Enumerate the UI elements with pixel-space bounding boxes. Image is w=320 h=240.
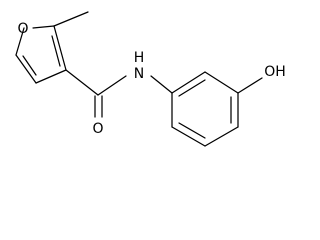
bond-c3-c4 [35, 69, 67, 84]
bond-hydroxyl [237, 77, 263, 94]
chemical-structure-diagram: O H N O OH [15, 11, 286, 147]
bond-c4-c5 [15, 54, 37, 84]
bond-o1-c2 [32, 25, 55, 29]
double-bond-c2-c3 [51, 35, 61, 67]
furan-oxygen-label: O [17, 21, 28, 37]
aromatic-bond-r1-r2 [178, 79, 206, 97]
aromatic-bond-r5-r6 [178, 122, 206, 139]
bond-c3-carbonyl [65, 69, 99, 96]
amide-group [65, 69, 173, 118]
furan-ring [15, 25, 67, 84]
bond-carbonyl-nitrogen [97, 75, 127, 96]
bond-c5-o1 [15, 27, 25, 56]
amide-nitrogen-label: N [134, 66, 144, 82]
bond-r5-r6 [171, 126, 206, 147]
carbonyl-oxygen-label: O [92, 121, 103, 137]
bond-r4-r5 [204, 126, 239, 147]
benzene-ring [171, 71, 239, 147]
bond-methyl [53, 11, 89, 27]
bond-r1-r2 [171, 71, 206, 94]
hydroxyl-label: OH [264, 64, 286, 80]
amide-hydrogen-label: H [134, 50, 145, 66]
bond-r2-r3 [204, 71, 239, 94]
bond-nitrogen-aryl [150, 75, 173, 94]
bond-c2-c3 [53, 25, 67, 71]
double-bond-c4-c5 [22, 55, 37, 76]
